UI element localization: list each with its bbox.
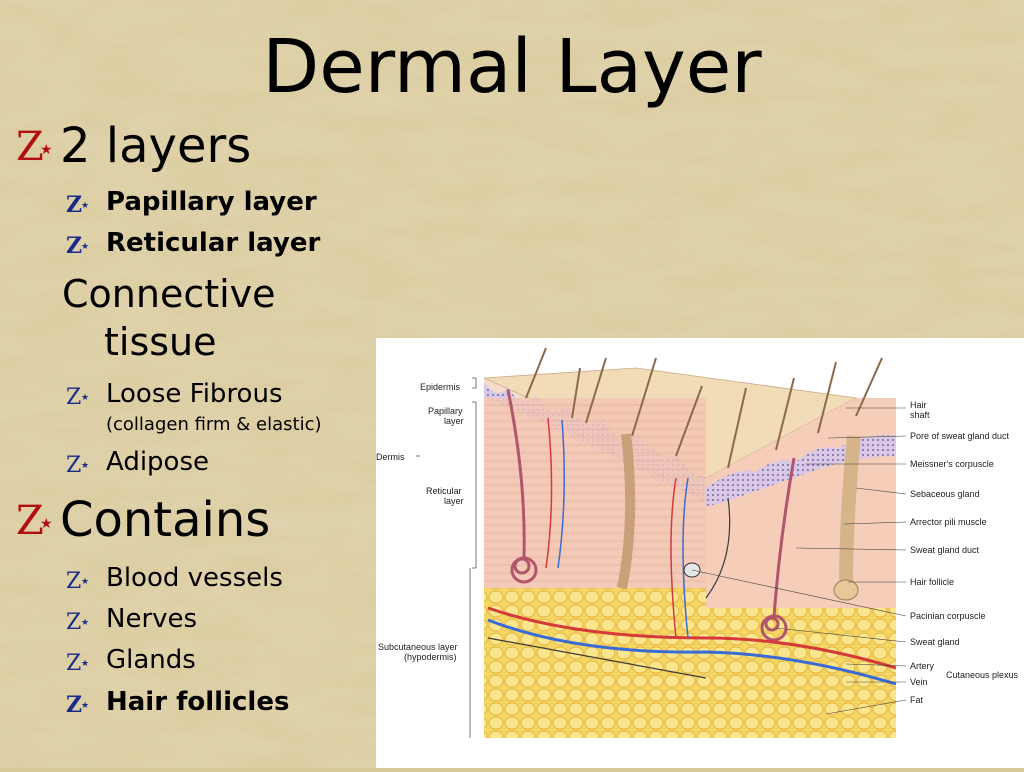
label-subcutaneous-2: (hypodermis) <box>404 652 457 662</box>
loose-fibrous-note-text: (collagen firm & elastic) <box>106 414 322 435</box>
bullet-reticular-layer-text: Reticular layer <box>106 228 321 258</box>
bullet-reticular-layer: Z★ Reticular layer <box>64 227 320 259</box>
label-sebaceous: Sebaceous gland <box>910 489 980 499</box>
svg-text:★: ★ <box>81 701 89 711</box>
svg-text:★: ★ <box>40 516 53 532</box>
svg-text:Z: Z <box>66 385 81 410</box>
skin-cross-section-diagram: Epidermis Papillary layer Dermis Reticul… <box>376 338 1024 768</box>
label-artery: Artery <box>910 661 935 671</box>
label-reticular-1: Reticular <box>426 486 462 496</box>
svg-text:★: ★ <box>81 618 89 628</box>
bullet-nerves: Z★ Nerves <box>64 603 197 635</box>
bullet-contains-text: Contains <box>60 492 271 548</box>
label-arrector: Arrector pili muscle <box>910 517 987 527</box>
loose-fibrous-note: (collagen firm & elastic) <box>106 414 322 436</box>
label-hair-shaft-1: Hair <box>910 400 927 410</box>
svg-text:Z: Z <box>16 498 44 544</box>
skin-illustration <box>416 347 907 738</box>
svg-text:★: ★ <box>81 659 89 669</box>
label-dermis: Dermis <box>376 452 405 462</box>
bullet-hair-follicles-text: Hair follicles <box>106 687 290 717</box>
svg-text:★: ★ <box>81 201 89 211</box>
svg-text:Z: Z <box>66 453 81 478</box>
bullet-blood-vessels: Z★ Blood vessels <box>64 562 283 594</box>
connective-tissue-text-2: tissue <box>104 320 217 364</box>
bullet-glands-text: Glands <box>106 645 196 675</box>
bullet-adipose: Z★ Adipose <box>64 446 209 478</box>
label-sweat-duct: Sweat gland duct <box>910 545 980 555</box>
crescent-star-bullet-icon: Z★ <box>64 562 106 594</box>
label-subcutaneous-1: Subcutaneous layer <box>378 642 458 652</box>
label-pacinian: Pacinian corpuscle <box>910 611 986 621</box>
connective-tissue-line2: tissue <box>104 319 217 365</box>
crescent-star-bullet-icon: Z★ <box>64 378 106 410</box>
label-papillary-2: layer <box>444 416 464 426</box>
svg-text:Z: Z <box>66 651 81 676</box>
bullet-loose-fibrous: Z★ Loose Fibrous <box>64 378 283 410</box>
bullet-contains: Z★ Contains <box>16 492 270 548</box>
label-epidermis: Epidermis <box>420 382 461 392</box>
bullet-hair-follicles: Z★ Hair follicles <box>64 686 289 718</box>
svg-text:Z: Z <box>66 610 81 635</box>
crescent-star-bullet-icon: Z★ <box>16 492 60 548</box>
label-fat: Fat <box>910 695 924 705</box>
crescent-star-bullet-icon: Z★ <box>64 686 106 718</box>
label-vein: Vein <box>910 677 928 687</box>
bullet-blood-vessels-text: Blood vessels <box>106 563 283 593</box>
svg-text:Z: Z <box>16 124 44 170</box>
label-pore: Pore of sweat gland duct <box>910 431 1010 441</box>
svg-text:Z: Z <box>66 233 82 259</box>
bullet-two-layers: Z★ 2 layers <box>16 118 251 174</box>
svg-text:★: ★ <box>81 242 89 252</box>
crescent-star-bullet-icon: Z★ <box>64 446 106 478</box>
bullet-papillary-layer: Z★ Papillary layer <box>64 186 317 218</box>
svg-text:★: ★ <box>40 142 53 158</box>
label-sweat-gland: Sweat gland <box>910 637 960 647</box>
label-reticular-2: layer <box>444 496 464 506</box>
svg-text:Z: Z <box>66 192 82 218</box>
crescent-star-bullet-icon: Z★ <box>64 603 106 635</box>
label-cutaneous-plexus: Cutaneous plexus <box>946 670 1019 680</box>
label-meissner: Meissner's corpuscle <box>910 459 994 469</box>
svg-text:★: ★ <box>81 461 89 471</box>
label-hair-shaft-2: shaft <box>910 410 930 420</box>
bullet-glands: Z★ Glands <box>64 644 196 676</box>
connective-tissue-text-1: Connective <box>62 272 276 316</box>
bullet-loose-fibrous-text: Loose Fibrous <box>106 379 283 409</box>
bullet-adipose-text: Adipose <box>106 447 210 477</box>
crescent-star-bullet-icon: Z★ <box>64 227 106 259</box>
svg-text:Z: Z <box>66 569 81 594</box>
crescent-star-bullet-icon: Z★ <box>64 186 106 218</box>
svg-text:★: ★ <box>81 577 89 587</box>
crescent-star-bullet-icon: Z★ <box>16 118 60 174</box>
slide-title: Dermal Layer <box>262 24 762 110</box>
label-papillary-1: Papillary <box>428 406 463 416</box>
bullet-papillary-layer-text: Papillary layer <box>106 187 317 217</box>
crescent-star-bullet-icon: Z★ <box>64 644 106 676</box>
svg-text:★: ★ <box>81 393 89 403</box>
connective-tissue-line1: Connective <box>62 271 276 317</box>
bullet-nerves-text: Nerves <box>106 604 198 634</box>
bullet-two-layers-text: 2 layers <box>60 118 252 174</box>
label-hair-follicle: Hair follicle <box>910 577 955 587</box>
svg-text:Z: Z <box>66 692 82 718</box>
